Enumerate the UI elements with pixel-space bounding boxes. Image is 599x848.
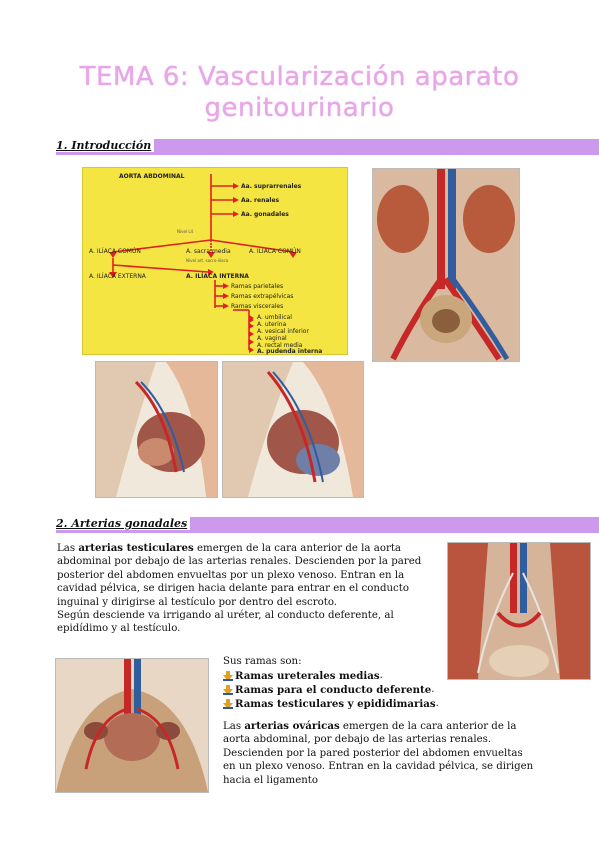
diagram-label-nivel-sacro: Nivel art. sacro-iliaca — [186, 258, 229, 263]
diagram-label-visceral-branch: A. vaginal — [257, 335, 287, 342]
diagram-label-sacra-media: A. sacra media — [186, 248, 231, 255]
aorta-branches-diagram: AORTA ABDOMINAL Aa. suprarrenales Aa. re… — [82, 167, 348, 355]
anatomy-image-female-pelvis — [55, 658, 209, 793]
anatomy-image-male-pelvis — [447, 542, 591, 680]
diagram-label-visceral-branch: A. rectal media — [257, 342, 303, 349]
section-heading-gonadal: 2. Arterias gonadales — [56, 516, 191, 530]
diagram-label-aorta: AORTA ABDOMINAL — [119, 173, 185, 180]
page-title-line-2: genitourinario — [204, 93, 395, 123]
diagram-label-iliaca-comun-left: A. ILÍACA COMÚN — [89, 248, 141, 255]
diagram-arrows — [109, 174, 297, 353]
arrow-bullet-icon — [223, 699, 233, 709]
diagram-label-suprarrenales: Aa. suprarrenales — [241, 183, 302, 190]
diagram-label-visceral-branch: A. pudenda interna — [257, 348, 323, 355]
anatomy-image-abdomen — [372, 168, 520, 362]
paragraph-text: Las — [57, 543, 79, 554]
branch-label: Ramas testiculares y epididimarias — [235, 698, 436, 710]
diagram-label-iliaca-interna: A. ILÍACA INTERNA — [186, 273, 249, 280]
section-band-intro: 1. Introducción — [56, 138, 599, 155]
arrow-bullet-icon — [223, 671, 233, 681]
anatomy-image-pelvis-sagittal-1 — [95, 361, 218, 498]
diagram-label-iliaca-externa: A. ILÍACA EXTERNA — [89, 273, 146, 280]
diagram-label-visceral-branch: A. umbilical — [257, 314, 292, 321]
section-heading-intro: 1. Introducción — [56, 138, 155, 152]
paragraph-ovarian-arteries: Las arterias ováricas emergen de la cara… — [223, 720, 538, 787]
page-title-line-1: TEMA 6: Vascularización aparato — [79, 62, 520, 92]
list-item: Ramas testiculares y epididimarias. — [223, 697, 439, 711]
diagram-label-visceral-branch: A. uterina — [257, 321, 287, 328]
diagram-label-nivel-l4: Nivel L4 — [177, 229, 194, 234]
paragraph-text: emergen de la cara anterior de la aorta … — [57, 543, 422, 608]
term-arterias-ovaricas: arterias ováricas — [244, 720, 340, 732]
branch-label: Ramas ureterales medias — [235, 670, 380, 682]
arrow-bullet-icon — [223, 685, 233, 695]
diagram-label-iliaca-comun-right: A. ILÍACA COMÚN — [249, 248, 301, 255]
diagram-label-parietales: Ramas parietales — [231, 283, 284, 290]
branches-list: Sus ramas son: Ramas ureterales medias. … — [223, 655, 439, 711]
paragraph-text: Según desciende va irrigando al uréter, … — [57, 610, 394, 635]
term-arterias-testiculares: arterias testiculares — [78, 542, 194, 554]
paragraph-text: emergen de la cara anterior de la aorta … — [223, 721, 534, 786]
paragraph-text: Las — [223, 721, 245, 732]
diagram-label-viscerales: Ramas viscerales — [231, 303, 284, 310]
diagram-label-renales: Aa. renales — [241, 197, 280, 204]
diagram-label-extrapelvicas: Ramas extrapélvicas — [231, 293, 294, 300]
section-band-gonadal: 2. Arterias gonadales — [56, 516, 599, 533]
list-item: Ramas para el conducto deferente. — [223, 683, 439, 697]
diagram-label-gonadales: Aa. gonadales — [241, 211, 289, 218]
paragraph-testicular-arteries: Las arterias testiculares emergen de la … — [57, 542, 437, 636]
branch-label: Ramas para el conducto deferente — [235, 684, 432, 696]
branches-intro: Sus ramas son: — [223, 656, 302, 667]
list-item: Ramas ureterales medias. — [223, 669, 439, 683]
diagram-label-visceral-branch: A. vesical inferior — [257, 328, 309, 335]
anatomy-image-pelvis-sagittal-2 — [222, 361, 364, 498]
